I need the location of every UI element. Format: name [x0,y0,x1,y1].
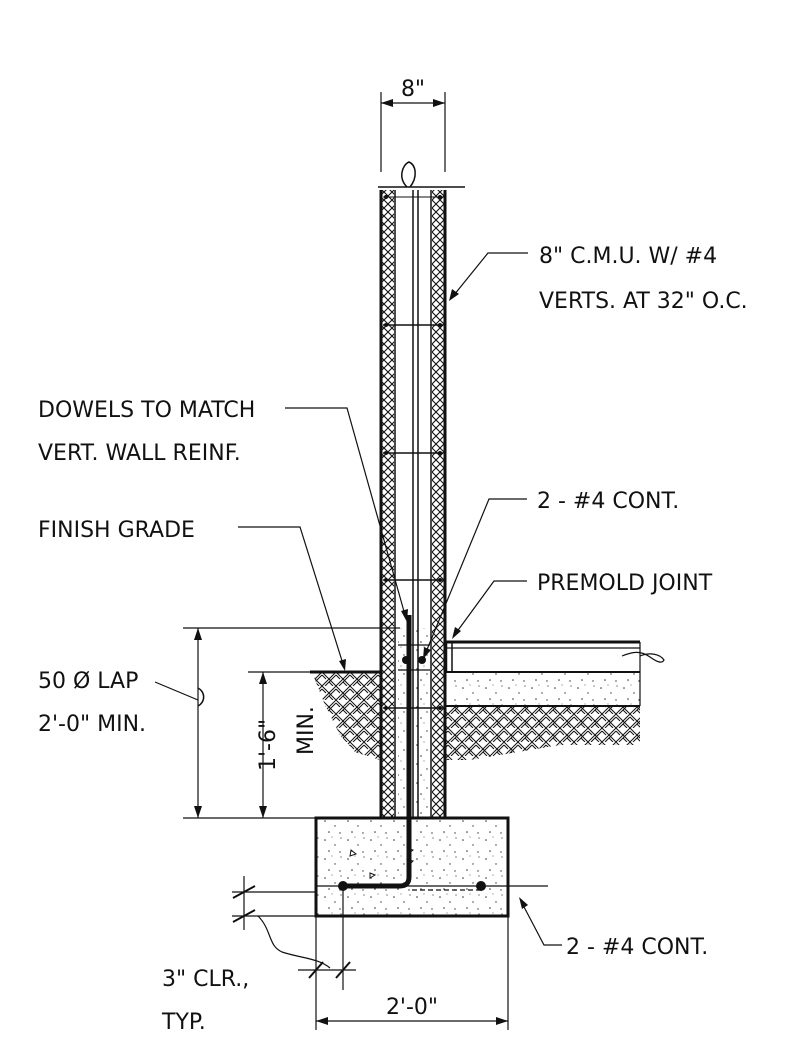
cont-lower-label: 2 - #4 CONT. [566,935,708,960]
cmu-label-line2: VERTS. AT 32" O.C. [539,289,748,314]
cont-upper-leader [423,498,527,659]
footing-width-label: 2'-0" [386,995,438,1020]
premold-joint-leader [452,580,527,639]
clearance-dimension [232,876,356,1030]
finish-grade-leader [238,526,346,671]
depth-dimension [248,671,312,818]
depth-min-label: MIN. [294,706,319,755]
cmu-label-line1: 8" C.M.U. W/ #4 [539,244,717,269]
cont-upper-label: 2 - #4 CONT. [537,489,679,514]
dowels-label-line2: VERT. WALL REINF. [38,441,241,466]
cont-lower-leader [316,885,562,946]
soil-right [446,706,640,760]
cmu-wall [378,161,465,818]
depth-label: 1'-6" [256,719,281,771]
slab-on-grade [444,640,665,707]
clearance-label-line2: TYP. [161,1010,206,1035]
footing-width-dimension [316,916,509,1030]
premold-joint-label: PREMOLD JOINT [537,571,713,596]
finish-grade-label: FINISH GRADE [38,518,195,543]
clearance-label-line1: 3" CLR., [162,967,249,992]
lap-dimension [154,627,400,819]
lap-label-line2: 2'-0" MIN. [38,712,146,737]
wall-width-dimension [380,92,446,172]
dowels-label-line1: DOWELS TO MATCH [38,398,255,423]
wall-width-label: 8" [401,77,425,102]
soil-left [310,670,380,760]
footing [314,615,510,918]
dowels-leader [285,407,408,622]
cmu-leader [449,252,528,301]
lap-label-line1: 50 Ø LAP [38,669,138,694]
